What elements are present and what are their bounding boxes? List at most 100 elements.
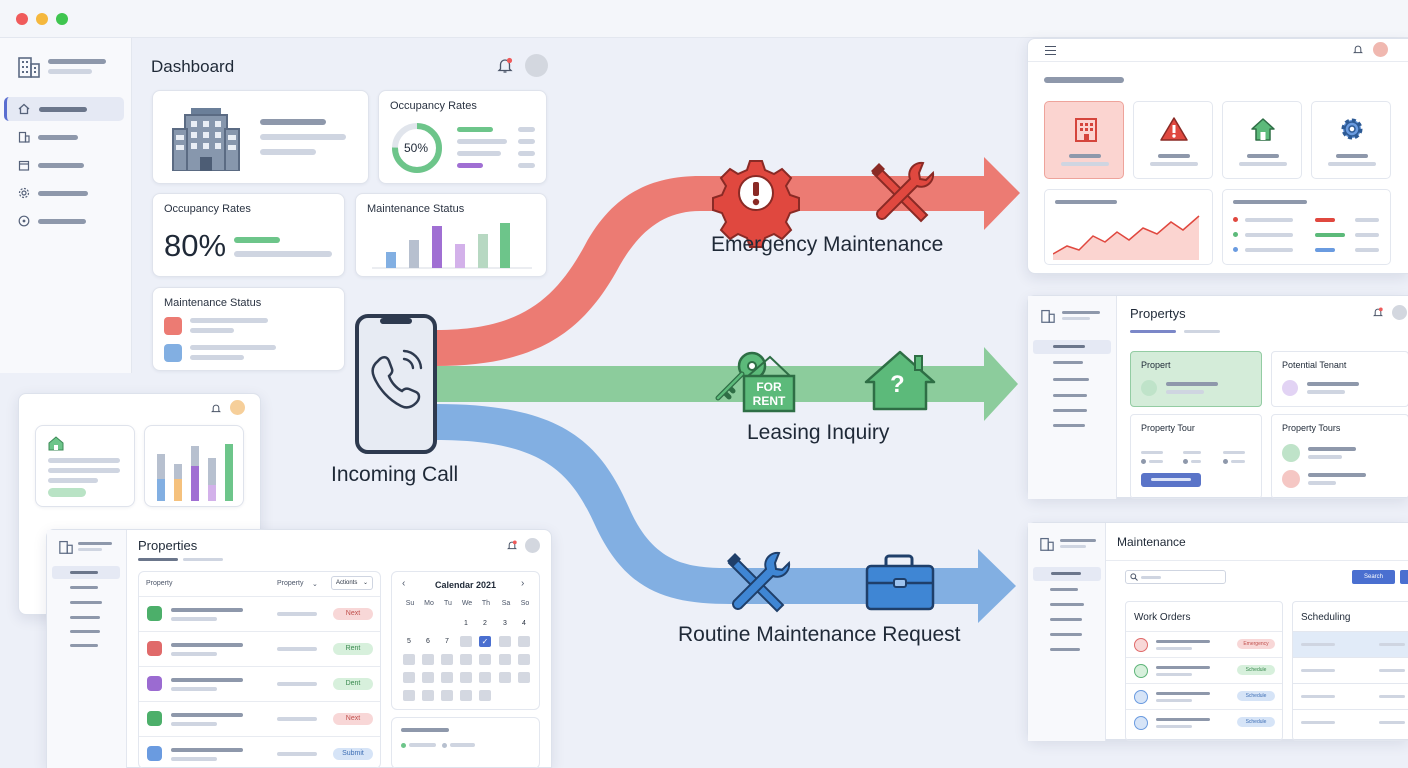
- sidebar-item[interactable]: [1050, 603, 1084, 606]
- work-order-row[interactable]: Schedule: [1126, 709, 1282, 735]
- calendar-day-selected[interactable]: ✓: [479, 636, 491, 647]
- sidebar-item[interactable]: [1053, 409, 1087, 412]
- calendar-prev-button[interactable]: ‹: [402, 578, 406, 589]
- work-order-row[interactable]: Schedule: [1126, 683, 1282, 709]
- tab-active[interactable]: [1130, 330, 1176, 333]
- calendar-day-empty[interactable]: [499, 636, 511, 647]
- calendar-day-empty[interactable]: [518, 654, 530, 665]
- calendar-day[interactable]: 7: [445, 638, 449, 645]
- notification-bell-icon[interactable]: [507, 540, 517, 551]
- tab-inactive[interactable]: [1184, 330, 1220, 333]
- sidebar-item-home[interactable]: [52, 566, 120, 579]
- schedule-tour-button[interactable]: [1141, 473, 1201, 487]
- calendar-day-empty[interactable]: [479, 654, 491, 665]
- scheduling-row[interactable]: [1293, 709, 1408, 735]
- add-button[interactable]: [1400, 570, 1408, 584]
- calendar-day-empty[interactable]: [422, 672, 434, 683]
- calendar-day-empty[interactable]: [460, 690, 472, 701]
- menu-icon[interactable]: [1045, 46, 1056, 55]
- sidebar-item[interactable]: [70, 644, 98, 647]
- sidebar-item[interactable]: [1050, 588, 1078, 591]
- sidebar-item-home[interactable]: [1033, 567, 1101, 581]
- calendar-day-empty[interactable]: [441, 654, 453, 665]
- sidebar-item-settings[interactable]: [4, 183, 124, 203]
- notification-bell-icon[interactable]: [1373, 307, 1383, 318]
- calendar-day-empty[interactable]: [403, 654, 415, 665]
- sidebar-item[interactable]: [70, 630, 100, 633]
- sidebar-item-calendar[interactable]: [4, 155, 124, 175]
- sidebar-item[interactable]: [70, 616, 100, 619]
- scheduling-row-selected[interactable]: [1293, 631, 1408, 657]
- sidebar-item-help[interactable]: [4, 211, 124, 231]
- notification-bell-icon[interactable]: [1353, 44, 1363, 55]
- sidebar-item[interactable]: [1053, 378, 1089, 381]
- property-tour-card[interactable]: Property Tour: [1130, 414, 1262, 499]
- calendar-day-empty[interactable]: [460, 654, 472, 665]
- calendar-day-empty[interactable]: [499, 654, 511, 665]
- calendar-day-empty[interactable]: [403, 690, 415, 701]
- calendar-day-empty[interactable]: [479, 672, 491, 683]
- calendar-day-empty[interactable]: [441, 672, 453, 683]
- property-card[interactable]: Propert: [1130, 351, 1262, 407]
- close-window-button[interactable]: [16, 13, 28, 25]
- sidebar-item[interactable]: [1050, 633, 1082, 636]
- sidebar-item-home[interactable]: [4, 97, 124, 121]
- sidebar-item-home[interactable]: [1033, 340, 1111, 354]
- calendar-day-empty[interactable]: [422, 654, 434, 665]
- calendar-day-empty[interactable]: [403, 672, 415, 683]
- table-row[interactable]: Next: [139, 596, 380, 631]
- minimize-window-button[interactable]: [36, 13, 48, 25]
- work-order-row[interactable]: Emergency: [1126, 631, 1282, 657]
- table-row[interactable]: Dent: [139, 666, 380, 701]
- avatar[interactable]: [525, 538, 540, 553]
- actions-dropdown[interactable]: Actionts⌄: [331, 576, 373, 590]
- sidebar-item[interactable]: [1050, 648, 1080, 651]
- scheduling-row[interactable]: [1293, 683, 1408, 709]
- notification-bell-icon[interactable]: [211, 403, 221, 414]
- calendar-day[interactable]: 6: [426, 638, 430, 645]
- calendar-day-empty[interactable]: [499, 672, 511, 683]
- work-order-row[interactable]: Schedule: [1126, 657, 1282, 683]
- sidebar-item[interactable]: [1053, 424, 1085, 427]
- calendar-day-empty[interactable]: [460, 672, 472, 683]
- calendar-day-empty[interactable]: [518, 636, 530, 647]
- calendar-day-empty[interactable]: [479, 690, 491, 701]
- calendar-day-empty[interactable]: [460, 636, 472, 647]
- sidebar-item[interactable]: [1053, 361, 1083, 364]
- home-tile[interactable]: [1222, 101, 1302, 179]
- calendar-day[interactable]: 1: [464, 620, 468, 627]
- calendar-day-empty[interactable]: [441, 690, 453, 701]
- building-alert-tile[interactable]: [1044, 101, 1124, 179]
- calendar-next-button[interactable]: ›: [521, 578, 525, 589]
- calendar-day-empty[interactable]: [422, 690, 434, 701]
- scheduling-row[interactable]: [1293, 657, 1408, 683]
- sidebar-item[interactable]: [70, 586, 98, 589]
- sidebar-item[interactable]: [1050, 618, 1082, 621]
- col-header-property[interactable]: Property: [146, 580, 173, 587]
- sort-chevron-icon[interactable]: ⌄: [312, 581, 318, 588]
- table-row[interactable]: Submit: [139, 736, 380, 768]
- avatar[interactable]: [1392, 305, 1407, 320]
- maximize-window-button[interactable]: [56, 13, 68, 25]
- avatar[interactable]: [230, 400, 245, 415]
- tab-active[interactable]: [138, 558, 178, 561]
- tab-inactive[interactable]: [183, 558, 223, 561]
- table-row[interactable]: Next: [139, 701, 380, 736]
- potential-tenant-card[interactable]: Potential Tenant: [1271, 351, 1408, 407]
- settings-tile[interactable]: [1311, 101, 1391, 179]
- warning-tile[interactable]: [1133, 101, 1213, 179]
- avatar[interactable]: [525, 54, 548, 77]
- calendar-day[interactable]: 3: [503, 620, 507, 627]
- avatar[interactable]: [1373, 42, 1388, 57]
- sidebar-item-properties[interactable]: [4, 127, 124, 147]
- col-header-property-sort[interactable]: Property: [277, 580, 304, 587]
- property-tours-card[interactable]: Property Tours: [1271, 414, 1408, 499]
- table-row[interactable]: Rent: [139, 631, 380, 666]
- sidebar-item[interactable]: [70, 601, 102, 604]
- calendar-day[interactable]: 4: [522, 620, 526, 627]
- calendar-day[interactable]: 5: [407, 638, 411, 645]
- search-button[interactable]: Search: [1352, 570, 1395, 584]
- search-input[interactable]: [1125, 570, 1226, 584]
- sidebar-item[interactable]: [1053, 394, 1087, 397]
- notification-bell-icon[interactable]: [497, 57, 513, 74]
